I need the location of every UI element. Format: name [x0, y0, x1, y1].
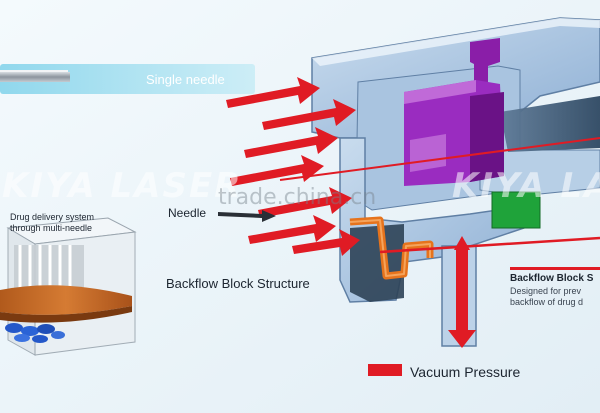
legend-swatch-vacuum — [368, 364, 402, 376]
legend-swatch-backflow — [510, 267, 600, 270]
drug-droplets — [5, 323, 65, 343]
arrow-7 — [292, 229, 360, 256]
label-vacuum-pressure: Vacuum Pressure — [410, 364, 521, 380]
single-needle-illustration — [0, 64, 255, 94]
green-seal — [491, 191, 541, 229]
arrow-6 — [248, 215, 336, 244]
arrow-1 — [226, 77, 320, 108]
channel-line — [279, 137, 600, 181]
legend-title: Backflow Block S — [510, 273, 594, 284]
legend-desc-line1: Designed for prev — [510, 286, 582, 296]
channel-line — [379, 236, 600, 254]
skin-layer — [0, 285, 132, 323]
watermark-brand-right: KIYA LASER — [452, 166, 600, 206]
arrow-5 — [258, 187, 352, 218]
needle-pointer-arrow — [218, 210, 276, 222]
label-needle: Needle — [168, 206, 207, 220]
watermark-brand-left: KIYA LASER — [2, 166, 243, 206]
arrow-2 — [262, 99, 356, 130]
backflow-tube — [349, 216, 434, 280]
airflow-arrows — [226, 77, 360, 256]
label-drug-delivery-line2: through multi-needle — [10, 223, 93, 233]
label-backflow-block: Backflow Block Structure — [166, 276, 310, 291]
arrow-4 — [230, 155, 324, 186]
label-single-needle: Single needle — [146, 72, 225, 87]
arrow-3 — [244, 127, 338, 158]
label-drug-delivery-line1: Drug delivery system — [10, 212, 95, 222]
watermark-site: trade.china.cn — [218, 185, 377, 210]
vacuum-down-arrow — [448, 236, 476, 348]
legend-desc-line2: backflow of drug d — [510, 297, 584, 307]
